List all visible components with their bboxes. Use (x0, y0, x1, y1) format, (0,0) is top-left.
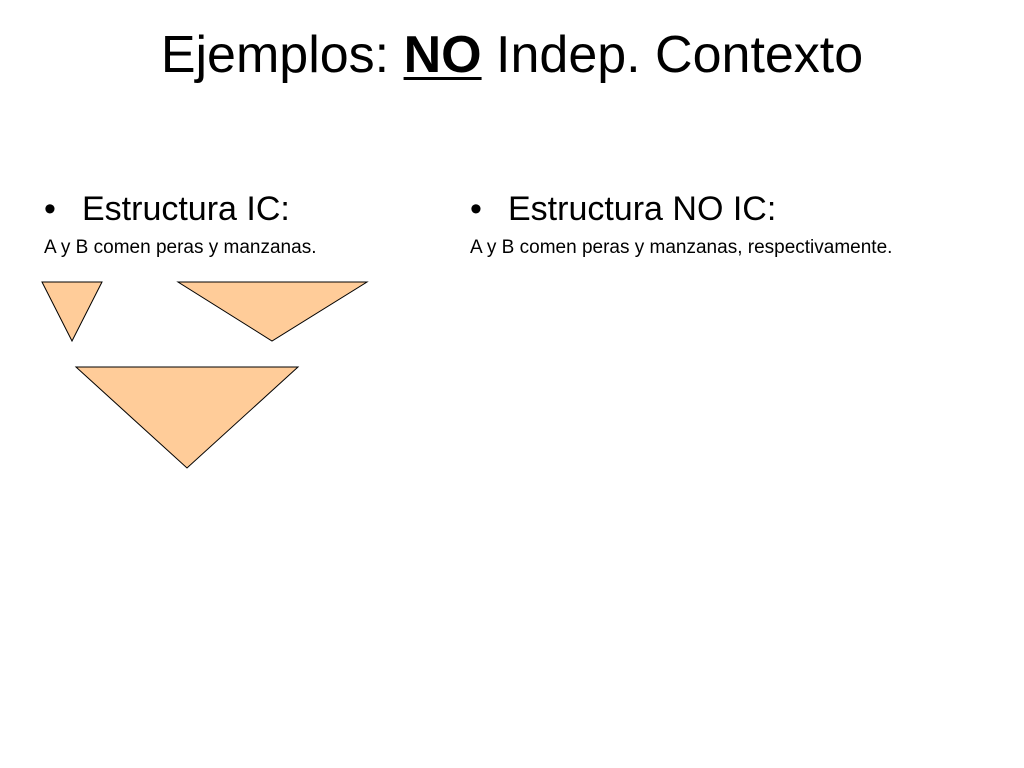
left-sentence: A y B comen peras y manzanas. (44, 237, 317, 258)
title-suffix: Indep. Contexto (481, 26, 864, 84)
left-heading: Estructura IC: (82, 190, 290, 228)
right-column: • Estructura NO IC: A y B comen peras y m… (470, 186, 1010, 260)
triangle-large-bottom (74, 366, 300, 469)
right-sentence: A y B comen peras y manzanas, respectiva… (470, 237, 893, 258)
right-heading: Estructura NO IC: (508, 190, 777, 228)
title-emphasis: NO (403, 26, 482, 84)
triangle-small-left (41, 281, 103, 343)
bullet-icon: • (470, 190, 482, 228)
left-column: • Estructura IC: A y B comen peras y manz… (44, 186, 454, 260)
bullet-icon: • (44, 190, 56, 228)
left-bullet-item: • Estructura IC: (44, 186, 454, 232)
triangle-wide-right (176, 281, 369, 342)
title-prefix: Ejemplos: (160, 26, 404, 84)
slide-title: Ejemplos: NO Indep. Contexto (0, 24, 1024, 86)
right-bullet-item: • Estructura NO IC: (470, 186, 1010, 232)
